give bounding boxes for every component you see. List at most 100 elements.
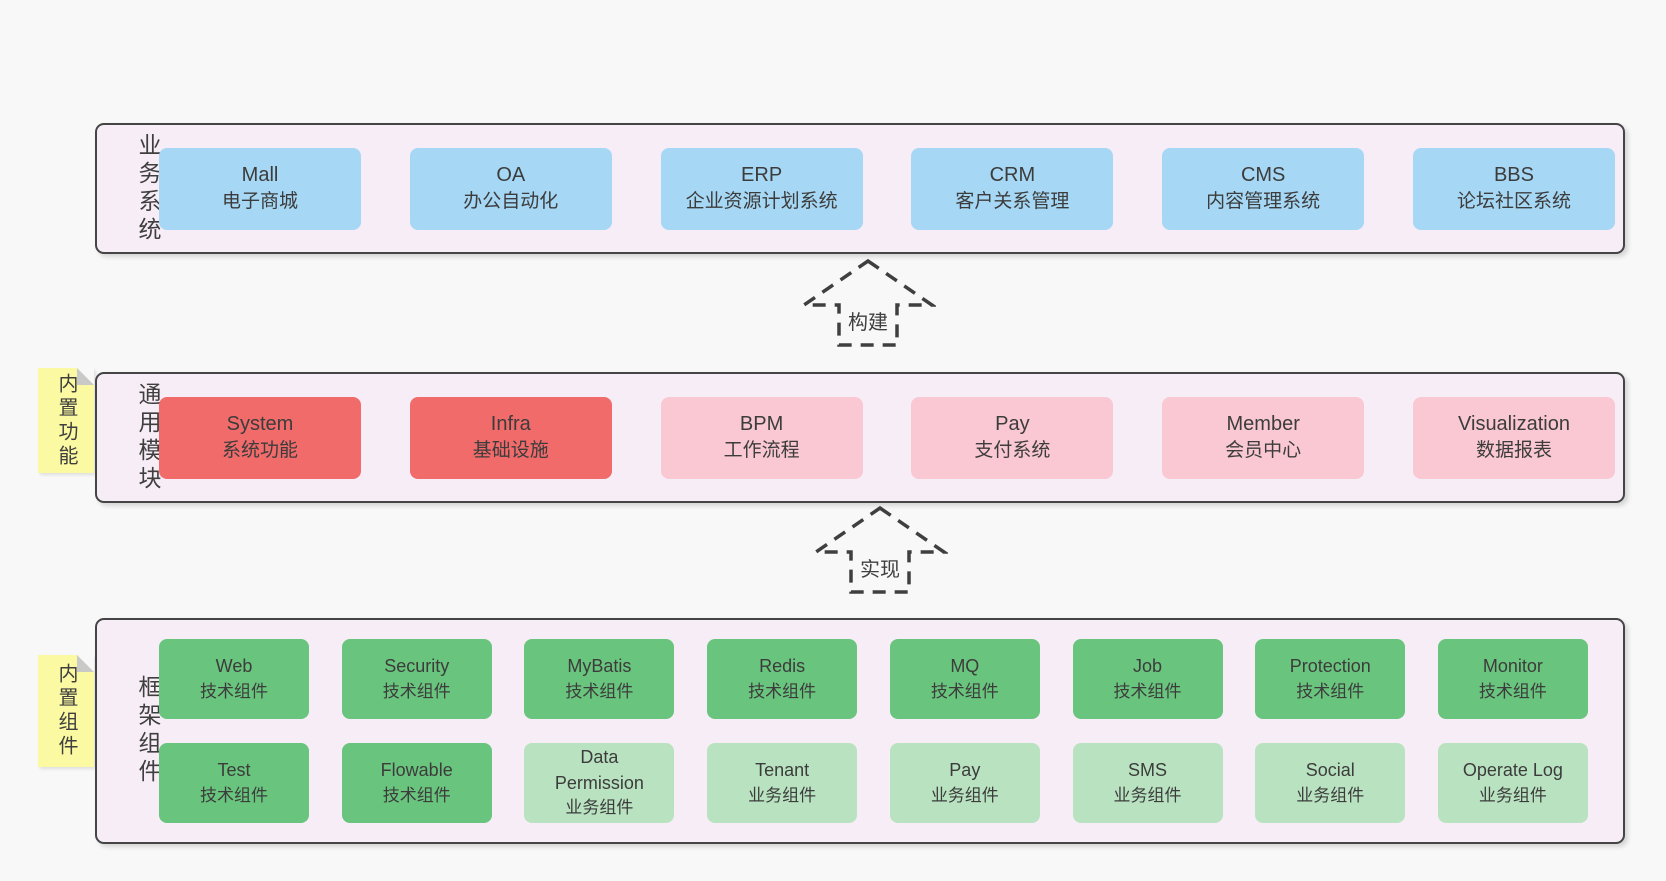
box-desc: 业务组件 bbox=[930, 785, 999, 805]
box-name: Pay bbox=[949, 760, 981, 781]
box-desc: 系统功能 bbox=[221, 440, 298, 462]
box-name: Protection bbox=[1289, 656, 1371, 677]
layer-framework-components: 框架组件 Web 技术组件 Security 技术组件 MyBatis 技术组件… bbox=[95, 618, 1625, 844]
box-redis: Redis 技术组件 bbox=[707, 639, 858, 719]
implement-arrow: 实现 bbox=[812, 504, 948, 596]
box-pay: Pay 支付系统 bbox=[911, 396, 1114, 479]
box-desc: 技术组件 bbox=[382, 681, 451, 701]
box-pay-business: Pay 业务组件 bbox=[889, 743, 1040, 823]
box-visualization: Visualization 数据报表 bbox=[1412, 396, 1615, 479]
sticky-note-built-in-components: 内置组件 bbox=[38, 655, 94, 767]
box-bbs: BBS 论坛社区系统 bbox=[1412, 147, 1615, 230]
box-tenant: Tenant 业务组件 bbox=[707, 743, 858, 823]
box-data-permission: Data Permission 业务组件 bbox=[524, 743, 675, 823]
box-protection: Protection 技术组件 bbox=[1255, 639, 1406, 719]
box-desc: 支付系统 bbox=[974, 440, 1051, 462]
box-desc: 工作流程 bbox=[723, 440, 800, 462]
box-member: Member 会员中心 bbox=[1162, 396, 1365, 479]
box-oa: OA 办公自动化 bbox=[409, 147, 612, 230]
box-name: Visualization bbox=[1458, 412, 1570, 435]
box-name: CRM bbox=[989, 163, 1036, 186]
box-name: BBS bbox=[1493, 163, 1534, 186]
box-desc: 业务组件 bbox=[565, 798, 634, 818]
box-name: Tenant bbox=[755, 760, 810, 781]
components-box-row-1: Web 技术组件 Security 技术组件 MyBatis 技术组件 Redi… bbox=[159, 639, 1596, 719]
box-flowable: Flowable 技术组件 bbox=[341, 743, 492, 823]
box-desc: 基础设施 bbox=[472, 440, 549, 462]
components-box-row-2: Test 技术组件 Flowable 技术组件 Data Permission … bbox=[159, 743, 1596, 823]
box-name: Security bbox=[384, 656, 450, 677]
box-desc: 业务组件 bbox=[1296, 785, 1365, 805]
box-desc: 办公自动化 bbox=[463, 191, 559, 213]
box-desc: 技术组件 bbox=[200, 681, 268, 701]
box-crm: CRM 客户关系管理 bbox=[911, 147, 1114, 230]
box-desc: 内容管理系统 bbox=[1206, 191, 1321, 213]
build-arrow: 构建 bbox=[800, 257, 936, 349]
box-sms: SMS 业务组件 bbox=[1072, 743, 1223, 823]
box-desc: 企业资源计划系统 bbox=[685, 191, 838, 213]
dashed-up-arrow-icon bbox=[812, 505, 948, 594]
box-name: MyBatis bbox=[567, 656, 632, 677]
box-name: ERP bbox=[741, 163, 783, 186]
sticky-note-built-in-functions: 内置功能 bbox=[38, 368, 94, 473]
box-desc: 技术组件 bbox=[1296, 681, 1365, 701]
box-desc: 技术组件 bbox=[200, 785, 268, 805]
layer-common-modules: 通用模块 System 系统功能 Infra 基础设施 BPM 工作流程 Pay… bbox=[95, 372, 1625, 503]
layer-label-modules: 通用模块 bbox=[135, 381, 161, 494]
box-bpm: BPM 工作流程 bbox=[660, 396, 863, 479]
box-job: Job 技术组件 bbox=[1072, 639, 1223, 719]
box-infra: Infra 基础设施 bbox=[409, 396, 612, 479]
box-name: CMS bbox=[1240, 163, 1286, 186]
box-desc: 电子商城 bbox=[221, 191, 298, 213]
box-mall: Mall 电子商城 bbox=[159, 147, 361, 230]
box-name: Data Permission bbox=[554, 747, 644, 793]
box-desc: 业务组件 bbox=[1113, 785, 1182, 805]
sticky-label: 内置功能 bbox=[55, 372, 77, 469]
dashed-up-arrow-icon bbox=[800, 258, 936, 347]
box-desc: 数据报表 bbox=[1475, 440, 1552, 462]
box-name: Operate Log bbox=[1462, 760, 1563, 781]
layer-business-systems: 业务系统 Mall 电子商城 OA 办公自动化 ERP 企业资源计划系统 CRM… bbox=[95, 123, 1625, 254]
box-name: SMS bbox=[1128, 760, 1168, 781]
box-name: Flowable bbox=[380, 760, 453, 781]
box-system: System 系统功能 bbox=[159, 396, 361, 479]
box-name: System bbox=[226, 412, 294, 435]
box-name: Social bbox=[1305, 760, 1355, 781]
box-desc: 技术组件 bbox=[382, 785, 451, 805]
build-arrow-label: 构建 bbox=[845, 306, 891, 335]
sticky-label: 内置组件 bbox=[55, 663, 77, 759]
layer-label-components: 框架组件 bbox=[135, 675, 161, 787]
implement-arrow-label: 实现 bbox=[857, 553, 903, 582]
box-monitor: Monitor 技术组件 bbox=[1437, 639, 1588, 719]
box-desc: 业务组件 bbox=[748, 785, 817, 805]
box-name: OA bbox=[496, 163, 526, 186]
box-name: Pay bbox=[995, 412, 1030, 435]
box-mq: MQ 技术组件 bbox=[889, 639, 1040, 719]
box-name: Mall bbox=[241, 163, 279, 186]
box-desc: 技术组件 bbox=[930, 681, 999, 701]
box-name: Monitor bbox=[1482, 656, 1543, 677]
box-desc: 业务组件 bbox=[1478, 785, 1547, 805]
modules-box-row: System 系统功能 Infra 基础设施 BPM 工作流程 Pay 支付系统… bbox=[159, 396, 1623, 479]
box-name: Web bbox=[215, 656, 253, 677]
box-desc: 技术组件 bbox=[565, 681, 634, 701]
layer-label-business: 业务系统 bbox=[135, 132, 161, 245]
box-social: Social 业务组件 bbox=[1255, 743, 1406, 823]
box-name: Job bbox=[1133, 656, 1163, 677]
box-name: Infra bbox=[490, 412, 531, 435]
box-cms: CMS 内容管理系统 bbox=[1162, 147, 1365, 230]
box-desc: 论坛社区系统 bbox=[1456, 191, 1571, 213]
box-desc: 技术组件 bbox=[1478, 681, 1547, 701]
box-desc: 会员中心 bbox=[1225, 440, 1302, 462]
box-desc: 技术组件 bbox=[1113, 681, 1182, 701]
box-web: Web 技术组件 bbox=[159, 639, 309, 719]
box-security: Security 技术组件 bbox=[341, 639, 492, 719]
box-name: Test bbox=[217, 760, 251, 781]
box-name: BPM bbox=[739, 412, 784, 435]
box-operate-log: Operate Log 业务组件 bbox=[1437, 743, 1588, 823]
box-test: Test 技术组件 bbox=[159, 743, 309, 823]
box-desc: 技术组件 bbox=[748, 681, 817, 701]
components-rows: Web 技术组件 Security 技术组件 MyBatis 技术组件 Redi… bbox=[159, 639, 1623, 823]
box-name: MQ bbox=[950, 656, 980, 677]
box-name: Redis bbox=[759, 656, 806, 677]
